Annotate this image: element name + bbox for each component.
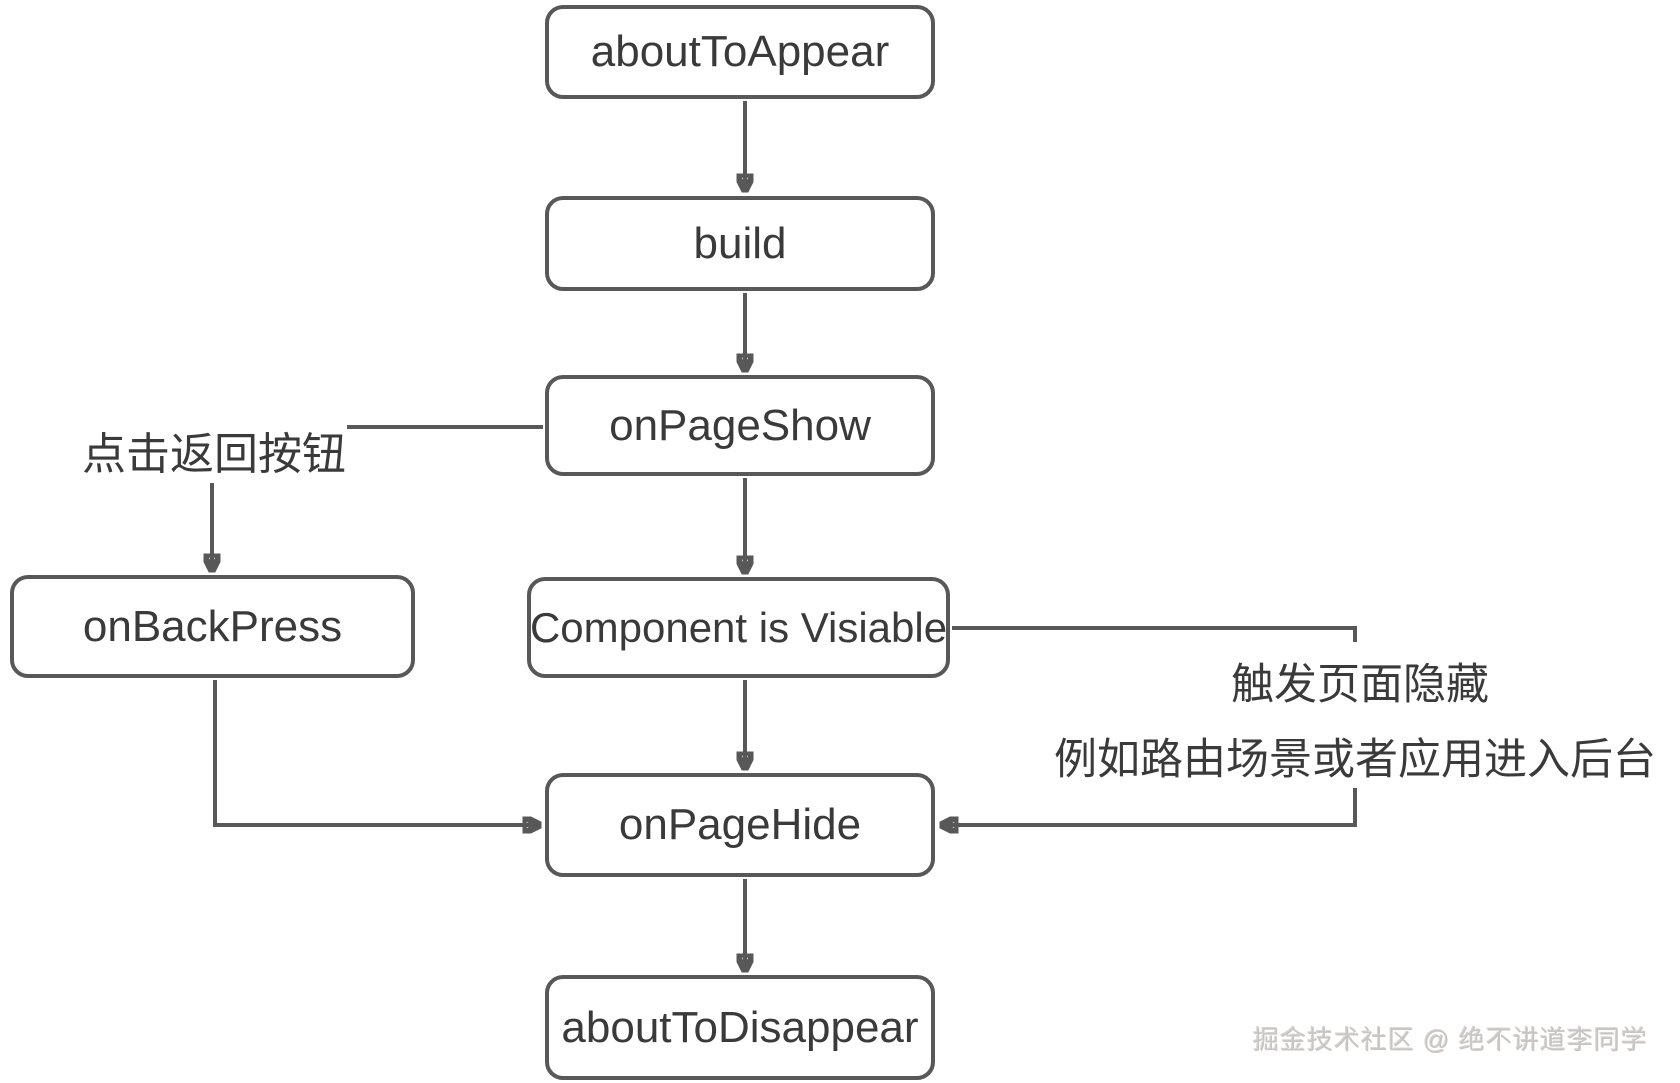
- annotation-hide-trigger-line2: 例如路由场景或者应用进入后台: [1054, 736, 1656, 784]
- node-on-page-show: onPageShow: [545, 375, 935, 476]
- edge-component-to-right-elbow: [952, 626, 1357, 642]
- edge-onbackpress-to-onpagehide: [213, 680, 537, 825]
- node-build: build: [545, 196, 935, 291]
- annotation-hide-trigger-line1: 触发页面隐藏: [1231, 661, 1489, 709]
- node-on-page-hide: onPageHide: [545, 773, 935, 877]
- node-component-is-visible: Component is Visiable: [527, 577, 950, 678]
- watermark: 掘金技术社区 @ 绝不讲道李同学: [1253, 1025, 1648, 1055]
- annotation-back-button-label: 点击返回按钮: [82, 430, 346, 479]
- node-about-to-appear: aboutToAppear: [545, 5, 935, 99]
- edge-right-return-to-onpagehide: [944, 788, 1357, 825]
- node-about-to-disappear: aboutToDisappear: [545, 975, 935, 1080]
- node-on-back-press: onBackPress: [10, 575, 415, 678]
